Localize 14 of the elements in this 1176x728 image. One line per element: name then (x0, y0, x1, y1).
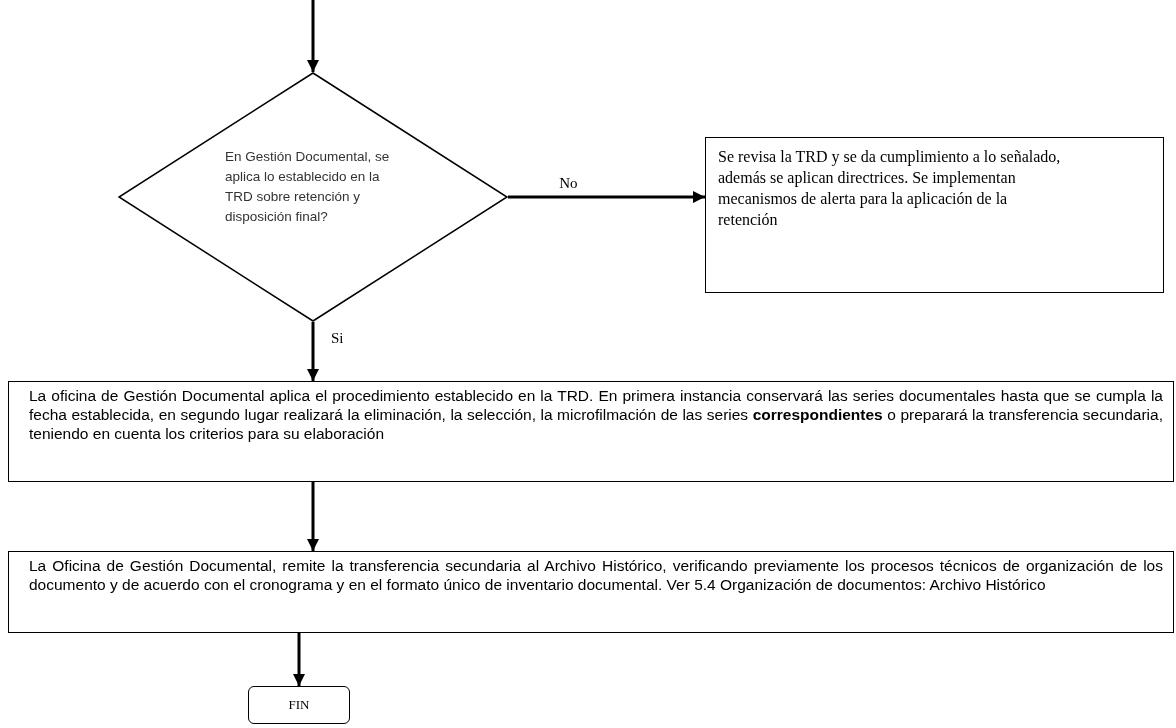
arrow (307, 0, 319, 72)
arrow (508, 191, 705, 203)
node-text: Se revisa la TRD y se da cumplimiento a lo señalado, además se aplican directrices. Se implementan mecanismos de alerta para la aplicación de la retención (718, 148, 1061, 228)
arrow (293, 633, 305, 686)
node-text: La Oficina de Gestión Documental, remite la transferencia secundaria al Archivo Histórico, verificando previamente los procesos técnicos de organización de los documento y de acuerdo con el cronograma y en el formato único de inventario documental. Ver 5.4 Organización de documentos: Archivo Histórico (29, 557, 1163, 593)
process-box (705, 137, 1164, 293)
node-text: La oficina de Gestión Documental aplica el procedimiento establecido en la TRD. En primera instancia conservará las series documentales hasta que se cumpla la fecha establecida, en segundo lugar realizará la eliminación, la selección, la microfilmación de las series correspondientes o preparará la transferencia secundaria, teniendo en cuenta los criterios para su elaboración (29, 387, 1163, 442)
node-text: En Gestión Documental, se aplica lo establecido en la TRD sobre retención y disposición final? (225, 149, 390, 224)
arrow (307, 482, 319, 551)
process-box (8, 551, 1174, 633)
process-box (8, 381, 1174, 482)
arrow (307, 322, 319, 381)
end-terminal (248, 686, 350, 724)
node-text: FIN (288, 697, 310, 712)
